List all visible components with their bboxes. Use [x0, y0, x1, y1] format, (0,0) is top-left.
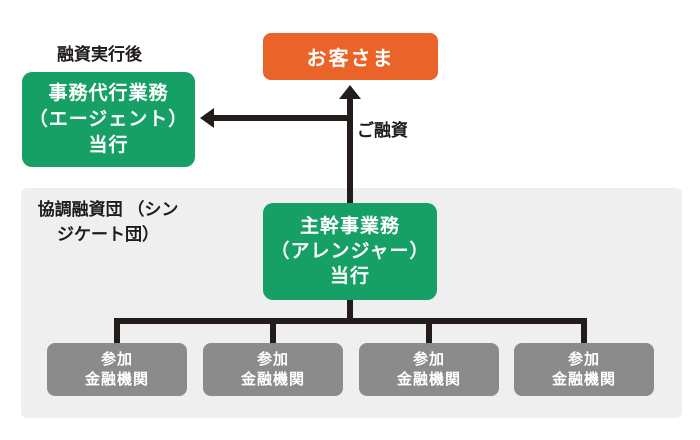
connector-drop-3: [426, 318, 432, 344]
customer-box: お客さま: [263, 33, 438, 80]
agent-box-line2: （エージェント）: [28, 108, 189, 130]
participant-box-2: 参加 金融機関: [203, 343, 343, 396]
participant-box-3: 参加 金融機関: [359, 343, 499, 396]
participant-box-4-line2: 金融機関: [551, 370, 616, 388]
participant-box-1-line1: 参加: [100, 350, 133, 368]
agent-box: 事務代行業務 （エージェント） 当行: [22, 72, 195, 167]
label-syndicate-group-line1: 協調融資団: [37, 200, 123, 219]
label-loan: ご融資: [357, 121, 408, 140]
connector-vertical-lower: [347, 300, 353, 324]
connector-drop-2: [270, 318, 276, 344]
participant-box-3-line1: 参加: [412, 350, 445, 368]
arranger-box-line3: 当行: [329, 266, 370, 287]
connector-horizontal-participants: [114, 318, 587, 324]
participant-box-4: 参加 金融機関: [514, 343, 654, 396]
participant-box-1-line2: 金融機関: [84, 370, 149, 388]
arranger-box-line2: （アレンジャー）: [270, 241, 430, 262]
label-syndicate-group: 協調融資団 （シンジケート団）: [30, 197, 186, 247]
agent-box-line3: 当行: [88, 134, 129, 156]
participant-box-3-line2: 金融機関: [396, 370, 461, 388]
arranger-box-line1: 主幹事業務: [299, 216, 400, 237]
participant-box-1: 参加 金融機関: [47, 343, 187, 396]
label-after-loan-execution: 融資実行後: [57, 45, 142, 64]
customer-box-label: お客さま: [306, 48, 395, 70]
label-syndicate-group-line2: （シンジケート団）: [57, 200, 179, 244]
arranger-box: 主幹事業務 （アレンジャー） 当行: [263, 203, 437, 300]
participant-box-2-line1: 参加: [256, 350, 289, 368]
connector-horizontal-agent: [214, 115, 353, 121]
agent-box-line1: 事務代行業務: [48, 82, 169, 104]
arrow-left-head-icon: [200, 108, 214, 128]
arrow-up-head-icon: [339, 85, 361, 99]
connector-vertical-upper: [347, 96, 353, 203]
connector-drop-1: [114, 318, 120, 344]
participant-box-4-line1: 参加: [567, 350, 600, 368]
connector-drop-4: [581, 318, 587, 344]
participant-box-2-line2: 金融機関: [240, 370, 305, 388]
